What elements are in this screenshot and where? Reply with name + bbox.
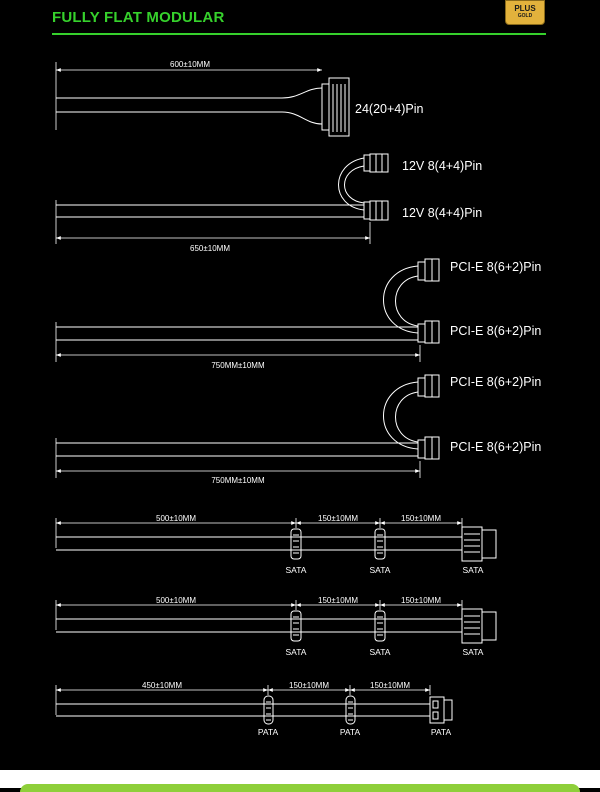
pcie-cable-2 xyxy=(55,374,440,478)
sata-cable-2 xyxy=(55,600,497,644)
cpu-connector-bottom-label: 12V 8(4+4)Pin xyxy=(402,206,482,220)
atx-cable xyxy=(55,62,350,137)
sata2-label-1: SATA xyxy=(286,647,307,657)
sata1-label-3: SATA xyxy=(463,565,484,575)
cpu-length-label: 650±10MM xyxy=(190,244,230,253)
pata-main-length: 450±10MM xyxy=(142,681,182,690)
sata1-seg1-length: 150±10MM xyxy=(318,514,358,523)
sata2-seg1-length: 150±10MM xyxy=(318,596,358,605)
bottom-divider xyxy=(0,770,600,788)
title-underline xyxy=(52,33,546,35)
atx-length-label: 600±10MM xyxy=(170,60,210,69)
atx-pin-grid xyxy=(332,84,346,132)
sata1-label-1: SATA xyxy=(286,565,307,575)
sata2-label-3: SATA xyxy=(463,647,484,657)
pcie1-connector-bottom-label: PCI-E 8(6+2)Pin xyxy=(450,324,541,338)
pcie1-length-label: 750MM±10MM xyxy=(211,361,265,370)
plus-gold-badge: PLUS GOLD xyxy=(505,0,545,25)
sata2-main-length: 500±10MM xyxy=(156,596,196,605)
pcie1-connector-top-label: PCI-E 8(6+2)Pin xyxy=(450,260,541,274)
pata-label-3: PATA xyxy=(431,727,452,737)
sata1-label-2: SATA xyxy=(370,565,391,575)
sata2-label-2: SATA xyxy=(370,647,391,657)
pcie2-connector-top-label: PCI-E 8(6+2)Pin xyxy=(450,375,541,389)
bottom-banner-edge xyxy=(20,784,580,792)
sata1-seg2-length: 150±10MM xyxy=(401,514,441,523)
pata-seg1-length: 150±10MM xyxy=(289,681,329,690)
pata-seg2-length: 150±10MM xyxy=(370,681,410,690)
atx-connector-label: 24(20+4)Pin xyxy=(355,102,423,116)
pcie2-length-label: 750MM±10MM xyxy=(211,476,265,485)
sata-cable-1 xyxy=(55,518,497,562)
page-title: FULLY FLAT MODULAR xyxy=(52,9,225,26)
pcie2-connector-bottom-label: PCI-E 8(6+2)Pin xyxy=(450,440,541,454)
pata-cable xyxy=(55,685,453,725)
cpu-cable xyxy=(55,153,389,244)
badge-plus-label: PLUS xyxy=(514,4,536,13)
cable-diagram: 600±10MM 24(20+4)Pin 12V 8(4+4)Pin 12V 8… xyxy=(55,60,541,737)
pata-label-2: PATA xyxy=(340,727,361,737)
pcie-cable-1 xyxy=(55,258,440,362)
sata1-main-length: 500±10MM xyxy=(156,514,196,523)
badge-gold-label: GOLD xyxy=(517,13,533,19)
cpu-connector-top-label: 12V 8(4+4)Pin xyxy=(402,159,482,173)
sata2-seg2-length: 150±10MM xyxy=(401,596,441,605)
pata-label-1: PATA xyxy=(258,727,279,737)
